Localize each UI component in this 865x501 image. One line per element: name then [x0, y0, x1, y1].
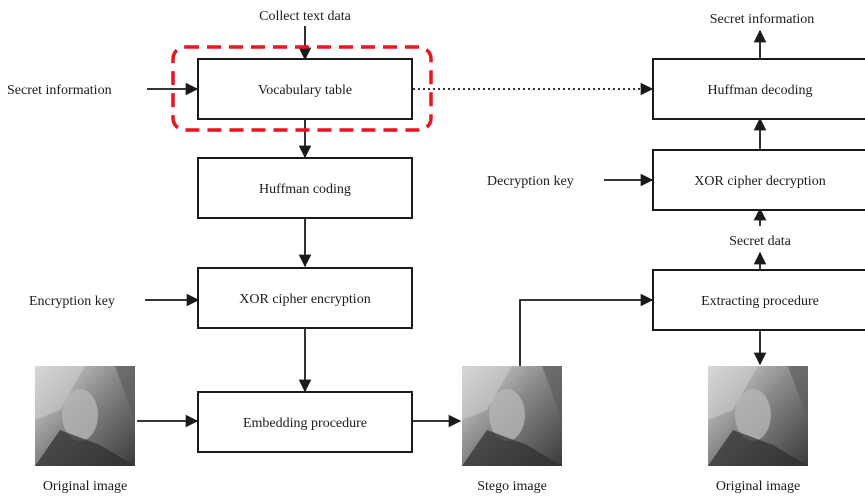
secret-information-input-label: Secret information [7, 83, 112, 98]
collect-text-data-label: Collect text data [259, 9, 352, 24]
box-embedding-procedure: Embedding procedure [197, 391, 413, 453]
secret-information-output-label: Secret information [710, 12, 815, 27]
box-extracting-procedure-label: Extracting procedure [701, 294, 819, 309]
decryption-key-label: Decryption key [487, 174, 574, 189]
box-xor-encryption-label: XOR cipher encryption [239, 292, 370, 307]
connectors [137, 26, 767, 428]
box-huffman-coding-label: Huffman coding [259, 182, 351, 197]
box-extracting-procedure: Extracting procedure [652, 269, 865, 331]
box-embedding-procedure-label: Embedding procedure [243, 416, 367, 431]
box-huffman-coding: Huffman coding [197, 157, 413, 219]
box-xor-decryption-label: XOR cipher decryption [694, 174, 825, 189]
box-xor-encryption: XOR cipher encryption [197, 267, 413, 329]
original-image-right-caption: Original image [716, 479, 800, 494]
box-xor-decryption: XOR cipher decryption [652, 149, 865, 211]
original-image-right [708, 366, 808, 466]
stego-image [462, 366, 562, 466]
highlight-dashed-frame [171, 45, 433, 132]
original-image-left [35, 366, 135, 466]
box-huffman-decoding: Huffman decoding [652, 58, 865, 120]
box-huffman-decoding-label: Huffman decoding [707, 83, 812, 98]
encryption-key-label: Encryption key [29, 294, 115, 309]
secret-data-label: Secret data [729, 234, 792, 249]
arrow-stego-to-extracting [519, 293, 654, 366]
box-vocabulary-table: Vocabulary table [197, 58, 413, 120]
box-vocabulary-table-label: Vocabulary table [258, 83, 352, 98]
original-image-left-caption: Original image [43, 479, 127, 494]
stego-image-caption: Stego image [477, 479, 547, 494]
